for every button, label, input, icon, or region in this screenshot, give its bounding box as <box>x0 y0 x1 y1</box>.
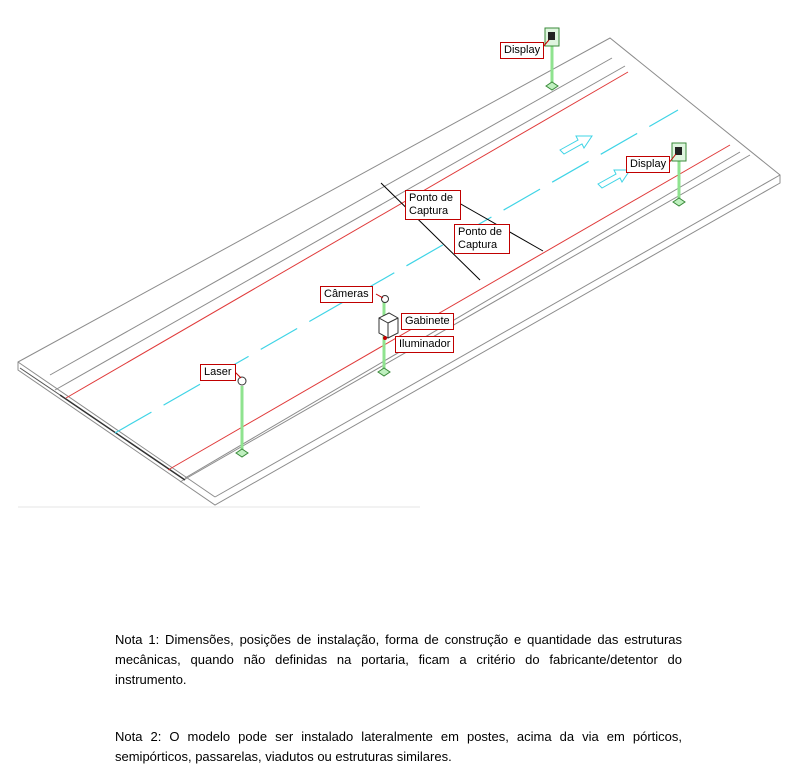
label-ponto-captura-2: Ponto de Captura <box>454 224 510 254</box>
center-dashed-line <box>114 109 679 434</box>
label-cameras: Câmeras <box>320 286 373 303</box>
cabinet-structure <box>377 295 399 377</box>
label-display-top: Display <box>500 42 545 59</box>
note-1: Nota 1: Dimensões, posições de instalaçã… <box>115 632 682 687</box>
label-gabinete: Gabinete <box>401 313 454 330</box>
label-laser: Laser <box>200 364 236 381</box>
road-diagram <box>17 27 781 508</box>
lane-edges <box>65 71 731 471</box>
display-right-structure <box>671 142 687 207</box>
label-ponto-captura-1: Ponto de Captura <box>405 190 461 220</box>
laser-structure <box>235 376 249 458</box>
capture-lines <box>380 182 544 281</box>
display-top-structure <box>544 27 560 91</box>
direction-arrows <box>559 135 631 189</box>
label-display-right: Display <box>626 156 671 173</box>
note-2: Nota 2: O modelo pode ser instalado late… <box>115 729 682 764</box>
label-iluminador: Iluminador <box>395 336 455 353</box>
road-slab <box>17 37 781 506</box>
